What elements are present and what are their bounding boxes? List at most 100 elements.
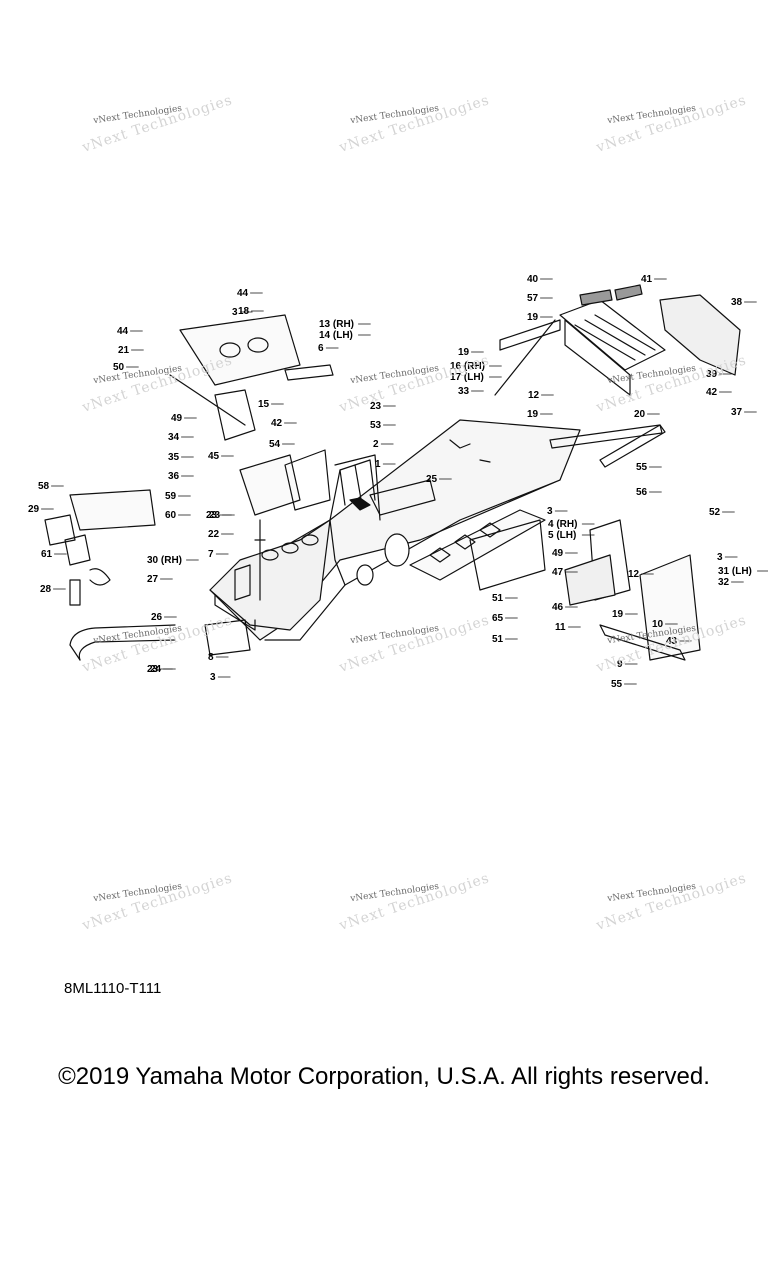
- callout-label: 21: [118, 345, 130, 356]
- callout-label: 35: [168, 452, 180, 463]
- callout-label: 13 (RH): [319, 319, 354, 330]
- callout-label: 15: [258, 399, 270, 410]
- callout-label: 7: [208, 549, 214, 560]
- callout-label: 23: [209, 510, 221, 521]
- callout-label: 33: [458, 386, 470, 397]
- callout-label: 55: [611, 679, 623, 690]
- callout-label: 51: [492, 634, 504, 645]
- callout-label: 42: [706, 387, 718, 398]
- callout-label: 1: [375, 459, 381, 470]
- callout-label: 31 (LH): [718, 566, 752, 577]
- callout-label: 65: [492, 613, 504, 624]
- callout-label: 17 (LH): [450, 372, 484, 383]
- callout-label: 4 (RH): [548, 519, 577, 530]
- callout-label: 9: [617, 659, 623, 670]
- callout-label: 60: [165, 510, 177, 521]
- callout-label: 53: [370, 420, 382, 431]
- rear-rack: [559, 284, 666, 396]
- callout-label: 49: [171, 413, 183, 424]
- callout-label: 40: [527, 274, 539, 285]
- callout-label: 23: [147, 664, 159, 675]
- steering-support: [239, 449, 381, 521]
- front-bumper: [69, 624, 176, 661]
- callout-label: 10: [652, 619, 664, 630]
- callout-label: 30 (RH): [147, 555, 182, 566]
- callout-label: 11: [555, 622, 566, 633]
- callout-label: 55: [636, 462, 648, 473]
- callout-label: 34: [168, 432, 180, 443]
- callout-label: 36: [168, 471, 180, 482]
- callout-label: 25: [426, 474, 438, 485]
- callout-label: 58: [38, 481, 50, 492]
- callout-label: 19: [458, 347, 470, 358]
- callout-label: 51: [492, 593, 504, 604]
- callout-label: 50: [113, 362, 125, 373]
- callout-label: 61: [41, 549, 53, 560]
- callout-label: 52: [709, 507, 721, 518]
- callout-label: 14 (LH): [319, 330, 353, 341]
- callout-label: 5 (LH): [548, 530, 576, 541]
- footrest-panel: [469, 519, 701, 661]
- nose-pan: [44, 489, 156, 606]
- callout-label: 38: [731, 297, 743, 308]
- mount-bracket: [204, 519, 266, 656]
- callout-label: 22: [208, 529, 220, 540]
- callout-label: 2: [373, 439, 379, 450]
- callout-label: 20: [634, 409, 646, 420]
- callout-label: 12: [628, 569, 640, 580]
- callout-label: 54: [269, 439, 281, 450]
- callout-label: 26: [151, 612, 163, 623]
- callout-label: 42: [271, 418, 283, 429]
- callout-label: 57: [527, 293, 539, 304]
- callout-label: 39: [706, 369, 718, 380]
- front-bracket-assembly: [169, 314, 334, 441]
- callout-label: 23: [370, 401, 382, 412]
- callout-label: 3: [232, 307, 238, 318]
- callout-label: 16 (RH): [450, 361, 485, 372]
- callout-label: 28: [40, 584, 52, 595]
- callout-label: 41: [641, 274, 653, 285]
- callout-label: 46: [552, 602, 564, 613]
- callout-label: 18: [238, 306, 250, 317]
- callout-label: 23: [206, 510, 218, 521]
- callout-label: 24: [150, 664, 162, 675]
- callout-label: 19: [612, 609, 624, 620]
- callout-label: 59: [165, 491, 177, 502]
- callout-label: 37: [731, 407, 743, 418]
- callout-label: 49: [552, 548, 564, 559]
- callout-label: 8: [208, 652, 214, 663]
- callout-label: 3: [210, 672, 216, 683]
- front-bulkhead: [209, 519, 331, 631]
- callout-label: 27: [147, 574, 159, 585]
- callout-label: 44: [237, 288, 249, 299]
- diagram-code: 8ML1110-T111: [64, 980, 162, 997]
- rear-flap: [659, 294, 741, 376]
- copyright-notice: ©2019 Yamaha Motor Corporation, U.S.A. A…: [58, 1063, 710, 1090]
- side-rails: [494, 319, 666, 468]
- callout-label: 43: [666, 636, 678, 647]
- callout-label: 32: [718, 577, 730, 588]
- callout-label: 44: [117, 326, 129, 337]
- callout-label: 56: [636, 487, 648, 498]
- callout-label: 47: [552, 567, 564, 578]
- callout-label: 45: [208, 451, 220, 462]
- callout-label: 3: [717, 552, 723, 563]
- callout-label: 12: [528, 390, 540, 401]
- callout-label: 29: [28, 504, 40, 515]
- running-board: [409, 509, 546, 581]
- callout-label: 6: [318, 343, 324, 354]
